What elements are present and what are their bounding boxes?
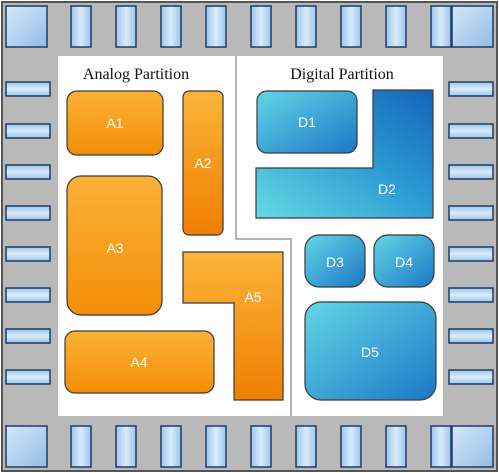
block-d3-label: D3 bbox=[326, 254, 344, 270]
io-pad-right bbox=[448, 287, 494, 303]
io-pad-left bbox=[5, 328, 51, 344]
io-pad-left bbox=[5, 369, 51, 385]
partition-boundary-line bbox=[235, 56, 292, 416]
block-a1-label: A1 bbox=[106, 115, 123, 131]
io-pad-bottom bbox=[385, 425, 407, 468]
io-pad-right bbox=[448, 205, 494, 221]
io-pad-top bbox=[115, 5, 137, 48]
block-d1-label: D1 bbox=[298, 114, 316, 130]
io-pad-right bbox=[448, 123, 494, 139]
corner-pad-top-right bbox=[451, 5, 494, 48]
io-pad-left bbox=[5, 164, 51, 180]
io-pad-top bbox=[295, 5, 317, 48]
io-pad-bottom bbox=[430, 425, 452, 468]
io-pad-top bbox=[250, 5, 272, 48]
block-a1: A1 bbox=[66, 90, 164, 156]
block-a2-label: A2 bbox=[194, 155, 211, 171]
block-a5: A5 bbox=[182, 251, 284, 401]
io-pad-bottom bbox=[70, 425, 92, 468]
block-a3-label: A3 bbox=[106, 240, 123, 256]
block-d2: D2 bbox=[255, 89, 434, 219]
io-pads-top bbox=[70, 5, 452, 48]
io-pad-left bbox=[5, 287, 51, 303]
io-pad-top bbox=[160, 5, 182, 48]
io-pad-bottom bbox=[340, 425, 362, 468]
block-d4: D4 bbox=[373, 234, 435, 288]
io-pad-left bbox=[5, 205, 51, 221]
io-pad-top bbox=[430, 5, 452, 48]
io-pad-bottom bbox=[295, 425, 317, 468]
analog-partition-title: Analog Partition bbox=[83, 66, 189, 83]
io-pad-right bbox=[448, 246, 494, 262]
io-pads-left bbox=[5, 81, 51, 385]
io-pad-bottom bbox=[115, 425, 137, 468]
block-d1: D1 bbox=[256, 90, 358, 154]
io-pad-right bbox=[448, 81, 494, 97]
block-a5-label: A5 bbox=[244, 289, 261, 305]
block-d4-label: D4 bbox=[395, 254, 413, 270]
io-pad-top bbox=[70, 5, 92, 48]
io-pad-bottom bbox=[160, 425, 182, 468]
block-a3: A3 bbox=[66, 175, 163, 316]
digital-partition-title: Digital Partition bbox=[290, 66, 394, 83]
io-pad-top bbox=[340, 5, 362, 48]
io-pad-right bbox=[448, 328, 494, 344]
io-pad-top bbox=[385, 5, 407, 48]
block-d5-label: D5 bbox=[361, 344, 379, 360]
io-pad-right bbox=[448, 369, 494, 385]
block-d5: D5 bbox=[304, 301, 437, 401]
io-pad-right bbox=[448, 164, 494, 180]
corner-pad-bottom-right bbox=[451, 425, 494, 468]
io-pad-top bbox=[205, 5, 227, 48]
io-pad-left bbox=[5, 81, 51, 97]
io-pads-bottom bbox=[70, 425, 452, 468]
corner-pad-bottom-left bbox=[5, 425, 48, 468]
io-pads-right bbox=[448, 81, 494, 385]
block-d2-label: D2 bbox=[378, 181, 396, 197]
block-d3: D3 bbox=[304, 234, 366, 288]
block-a4: A4 bbox=[64, 330, 215, 394]
io-pad-left bbox=[5, 123, 51, 139]
io-pad-left bbox=[5, 246, 51, 262]
corner-pad-top-left bbox=[5, 5, 48, 48]
io-pad-bottom bbox=[205, 425, 227, 468]
io-pad-bottom bbox=[250, 425, 272, 468]
block-a2: A2 bbox=[182, 90, 224, 236]
block-a4-label: A4 bbox=[130, 354, 147, 370]
